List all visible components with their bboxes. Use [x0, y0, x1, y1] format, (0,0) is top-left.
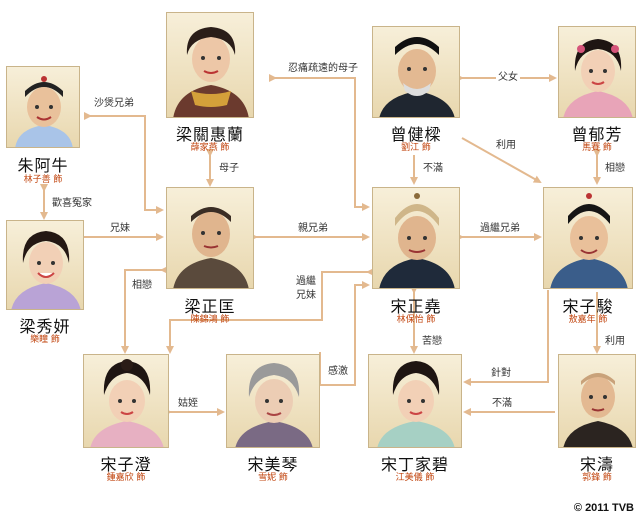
actor-name-song-mei-qin: 雪妮 飾	[258, 473, 288, 483]
character-name-song-tao: 宋濤	[579, 455, 614, 474]
character-name-liang-zheng-kuang: 梁正匡	[184, 297, 236, 316]
link-target	[463, 290, 549, 386]
actor-name-song-zheng-yao: 林保怡 飾	[396, 315, 436, 325]
actor-name-zhu-a-niu: 林子善 飾	[23, 175, 63, 185]
copyright-notice: © 2011 TVB	[573, 502, 634, 514]
relation-label-estranged-mother-son: 忍痛疏遠的母子	[286, 63, 360, 75]
relation-label-use-2: 利用	[603, 336, 627, 348]
actor-name-song-tao: 郭鋒 飾	[582, 473, 612, 483]
relation-label-use-1: 利用	[494, 140, 518, 152]
portrait-song-zi-cheng	[83, 354, 169, 448]
character-name-liang-guan-hui-lan: 梁關惠蘭	[175, 125, 244, 144]
character-name-song-zi-cheng: 宋子澄	[100, 455, 152, 474]
character-name-zeng-jian-liang: 曾健樑	[390, 125, 442, 144]
actor-name-liang-zheng-kuang: 陳錦鴻 飾	[190, 315, 230, 325]
relation-label-father-daughter: 父女	[496, 72, 520, 84]
portrait-figure	[173, 207, 249, 288]
link-gratitude	[319, 281, 370, 386]
relation-label-adopted-brothers: 過繼兄弟	[478, 223, 522, 235]
actor-name-song-ding-jia-bi: 江美儀 飾	[395, 473, 435, 483]
link-adopted-siblings	[166, 268, 374, 354]
portrait-figure	[379, 37, 455, 117]
relation-label-displeased-2: 不滿	[490, 398, 514, 410]
link-mother-father	[269, 74, 370, 211]
portrait-figure	[377, 361, 455, 447]
portrait-zeng-yu-fang	[558, 26, 636, 118]
relation-label-sandbox-brothers: 沙煲兄弟	[92, 98, 136, 110]
character-name-song-zheng-yao: 宋正堯	[390, 297, 442, 316]
relation-label-bitter-love: 苦戀	[420, 336, 444, 348]
relation-label-love-2: 相戀	[130, 280, 154, 292]
portrait-zeng-jian-liang	[372, 26, 460, 118]
actor-name-zeng-yu-fang: 馬賽 飾	[582, 143, 612, 153]
portrait-figure	[563, 39, 633, 117]
relation-label-adopted-siblings-line1: 過繼	[294, 276, 318, 288]
portrait-song-ding-jia-bi	[368, 354, 462, 448]
relation-label-mother-son: 母子	[217, 163, 241, 175]
portrait-figure	[11, 231, 81, 309]
portrait-figure	[90, 359, 164, 447]
character-name-song-mei-qin: 宋美琴	[247, 455, 299, 474]
relation-label-blood-brothers: 親兄弟	[296, 223, 330, 235]
link-use-1	[461, 137, 542, 183]
portrait-figure	[550, 193, 628, 288]
character-name-zeng-yu-fang: 曾郁芳	[571, 125, 623, 144]
relation-label-siblings: 兄妹	[108, 223, 132, 235]
character-name-zhu-a-niu: 朱阿牛	[17, 156, 69, 175]
relation-label-bickering-lovers: 歡喜冤家	[50, 198, 94, 210]
character-name-liang-xiu-yan: 梁秀妍	[19, 317, 71, 336]
portrait-song-mei-qin	[226, 354, 320, 448]
portrait-zhu-a-niu	[6, 66, 80, 148]
relation-label-love-1: 相戀	[603, 163, 627, 175]
link-love-2	[121, 266, 168, 354]
portrait-song-tao	[558, 354, 636, 448]
actor-name-liang-xiu-yan: 樂瞳 飾	[30, 335, 60, 345]
relation-label-gratitude: 感激	[326, 366, 350, 378]
portrait-figure	[379, 193, 455, 288]
portrait-figure	[15, 76, 73, 147]
portrait-liang-xiu-yan	[6, 220, 84, 310]
actor-name-zeng-jian-liang: 劉江 飾	[401, 143, 431, 153]
relation-label-adopted-siblings-line2: 兄妹	[294, 290, 318, 302]
portrait-song-zi-jun	[543, 187, 633, 289]
actor-name-song-zi-jun: 敖嘉年 飾	[568, 315, 608, 325]
portrait-song-zheng-yao	[372, 187, 460, 289]
portrait-figure	[235, 363, 313, 447]
relation-label-target: 針對	[489, 368, 513, 380]
portrait-liang-zheng-kuang	[166, 187, 254, 289]
actor-name-song-zi-cheng: 鍾嘉欣 飾	[106, 473, 146, 483]
portrait-figure	[173, 27, 249, 117]
relation-label-displeased-1: 不滿	[421, 163, 445, 175]
character-name-song-ding-jia-bi: 宋丁家碧	[380, 455, 449, 474]
link-zhu-liang	[84, 112, 164, 214]
relation-label-aunt-niece: 姑姪	[176, 398, 200, 410]
portrait-liang-guan-hui-lan	[166, 12, 254, 118]
character-name-song-zi-jun: 宋子駿	[562, 297, 614, 316]
portrait-figure	[563, 373, 633, 447]
actor-name-liang-guan-hui-lan: 薛家燕 飾	[190, 143, 230, 153]
